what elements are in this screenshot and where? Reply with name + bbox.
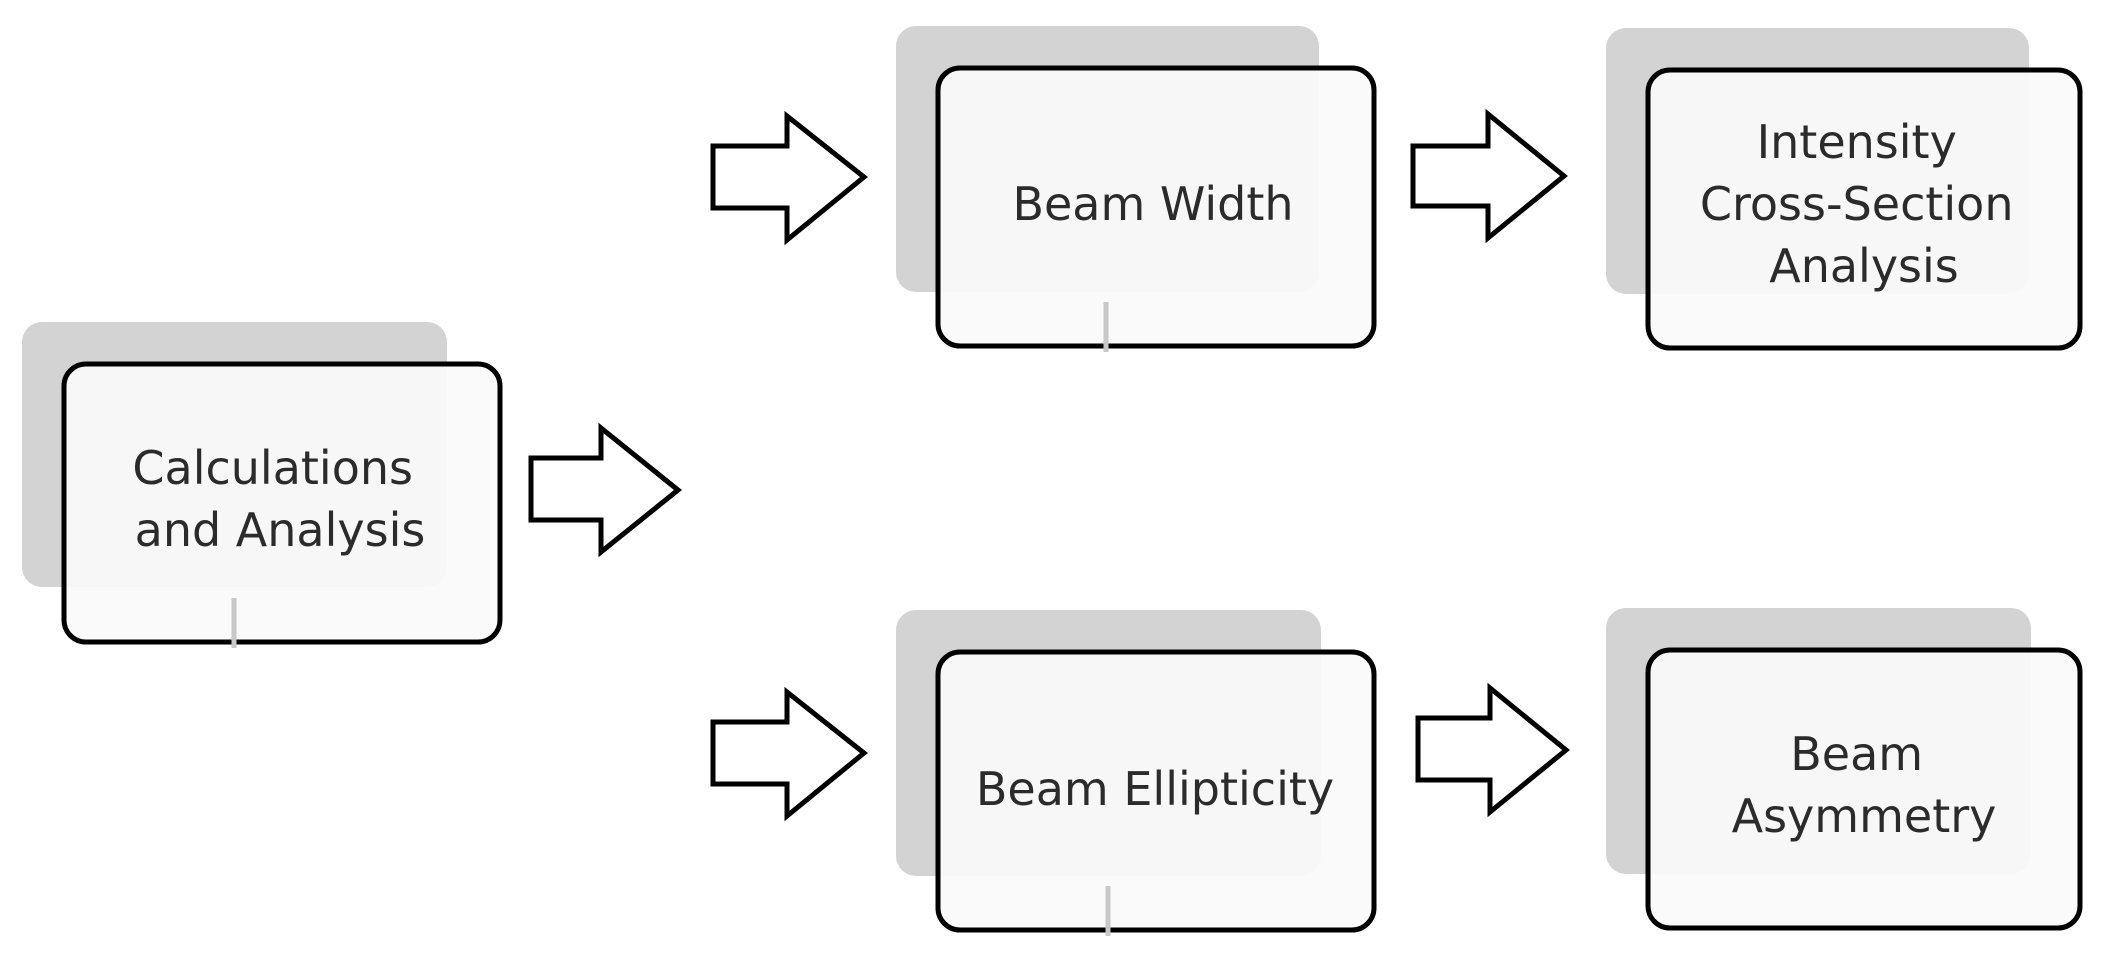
node-label-line: Beam — [1790, 727, 1923, 781]
node-label-line: Intensity — [1757, 115, 1957, 169]
node-label-line: Asymmetry — [1732, 789, 1997, 843]
node-box — [61, 361, 503, 645]
node-calculations-and-analysis: Calculations and Analysis — [22, 322, 503, 648]
node-box — [935, 65, 1377, 349]
arrow-branch-bottom — [710, 686, 868, 822]
node-label-line: Analysis — [1769, 239, 1959, 293]
arrow-beam-width-to-intensity — [1410, 108, 1568, 244]
node-box — [1645, 67, 2083, 351]
node-beam-asymmetry: Beam Asymmetry — [1606, 608, 2083, 931]
svg-text:Beam Ellipticity: Beam Ellipticity — [976, 762, 1334, 816]
node-box — [1645, 647, 2083, 931]
node-label-line: Cross-Section — [1700, 177, 2014, 231]
node-label-line: Calculations — [132, 441, 413, 495]
node-label-line: Beam Ellipticity — [976, 762, 1334, 816]
svg-text:Calculations and Analysi: Calculations and Analysis — [132, 441, 427, 557]
node-beam-ellipticity: Beam Ellipticity — [896, 610, 1377, 936]
svg-text:Intensity Cross-Section: Intensity Cross-Section Analysis — [1700, 115, 2028, 293]
node-beam-width: Beam Width — [896, 26, 1377, 352]
node-box — [935, 649, 1377, 933]
node-intensity-cross-section-analysis: Intensity Cross-Section Analysis — [1606, 28, 2083, 351]
node-label-line: Beam Width — [1012, 177, 1293, 231]
svg-text:Beam Width: Beam Width — [1012, 177, 1293, 231]
node-label-line: and Analysis — [135, 503, 426, 557]
svg-text:Beam Asymmetry: Beam Asymmetry — [1732, 727, 1997, 843]
branch-connector — [710, 110, 868, 822]
arrow-root-to-branch — [528, 422, 682, 558]
arrow-ellipticity-to-asymmetry — [1415, 682, 1570, 818]
arrow-branch-top — [710, 110, 868, 246]
